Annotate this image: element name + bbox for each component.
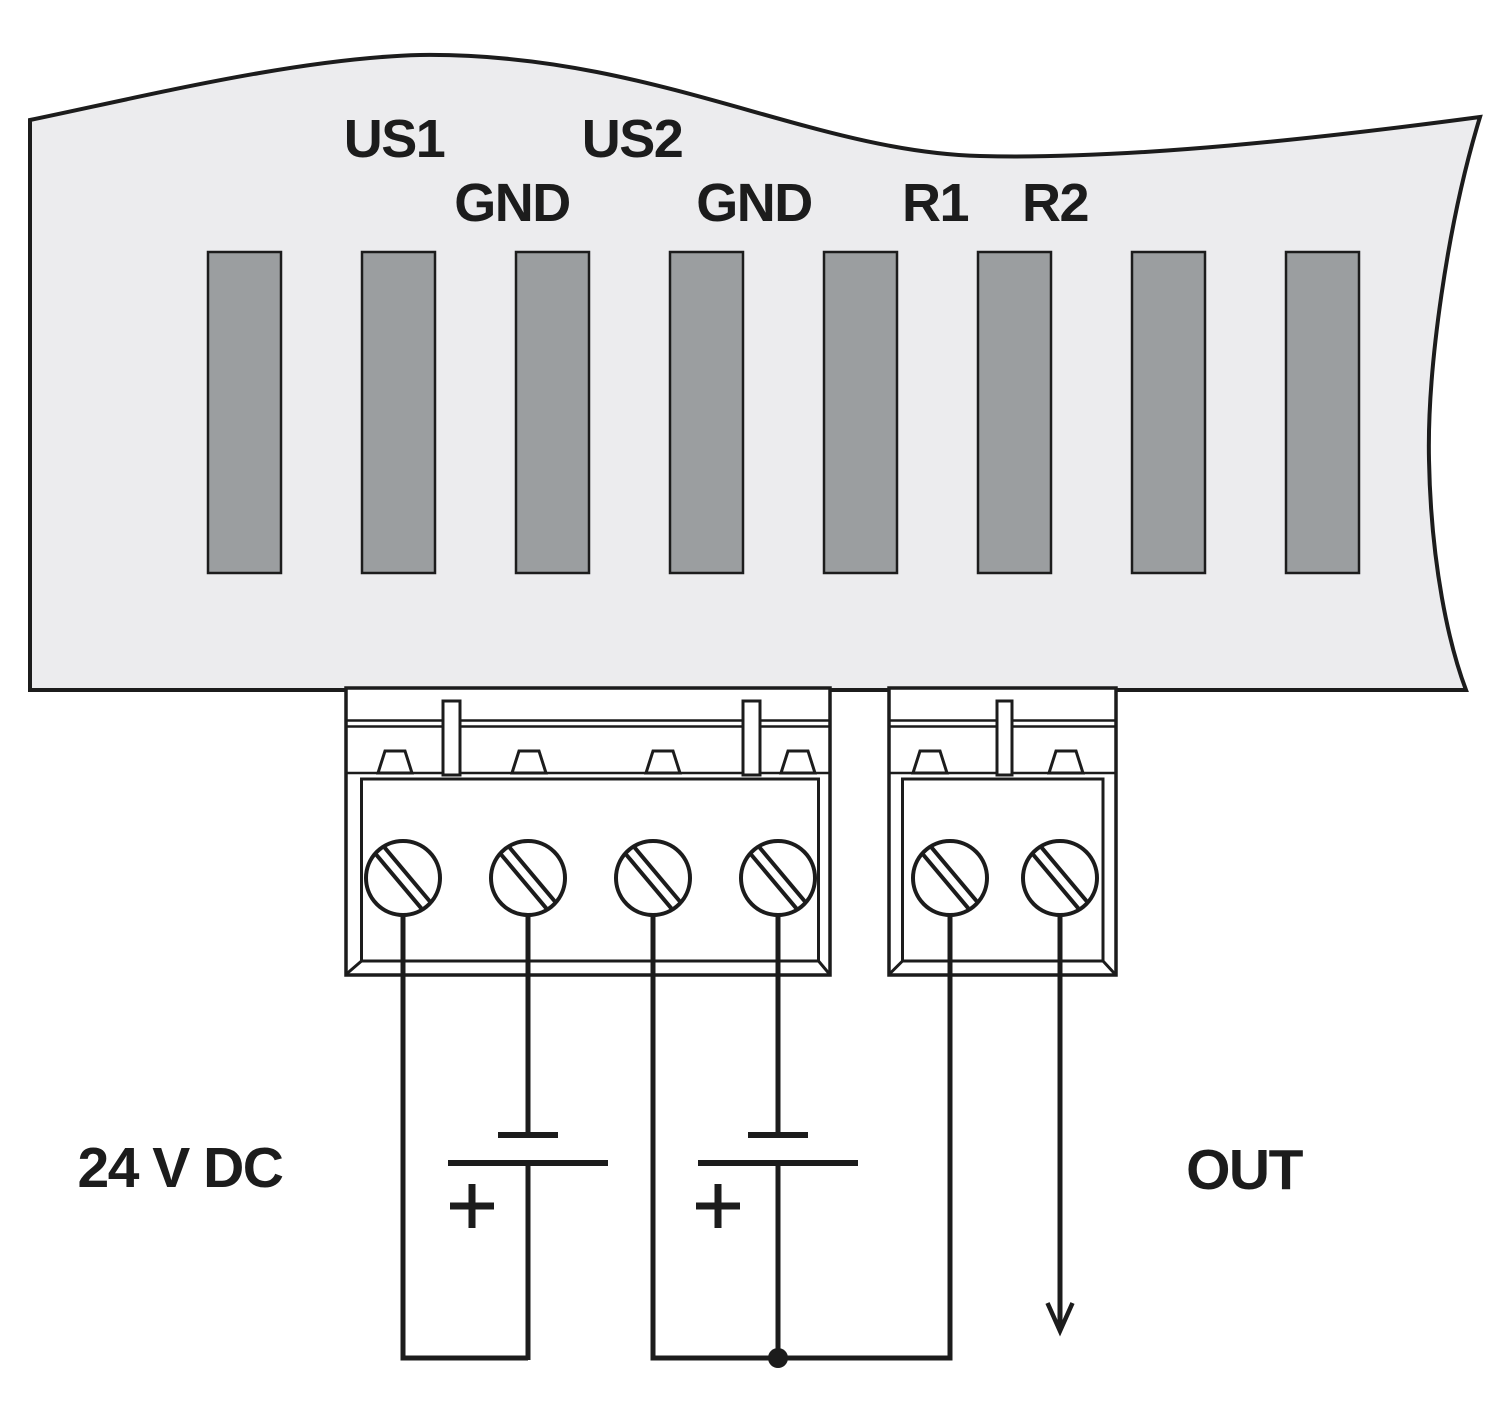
terminal-label-r1: R1 xyxy=(901,173,970,233)
vent-slot xyxy=(1130,250,1207,575)
wire-us1-to-battery1-positive xyxy=(400,912,528,1361)
block-latch-tab xyxy=(995,699,1014,777)
terminal-label-r2: R2 xyxy=(1021,173,1090,233)
vent-slot xyxy=(514,250,591,575)
block-key-bump xyxy=(1046,749,1086,775)
vent-slot xyxy=(822,250,899,575)
terminal-label-gnd2: GND xyxy=(696,173,813,233)
terminal-block-left xyxy=(344,686,832,977)
terminal-label-us2: US2 xyxy=(581,109,684,169)
vent-slot xyxy=(668,250,745,575)
battery1-symbol xyxy=(448,1132,608,1166)
screw-terminal-us2-icon xyxy=(614,839,692,917)
output-label: OUT xyxy=(1186,1138,1303,1202)
block-latch-tab xyxy=(741,699,762,777)
supply-voltage-label: 24 V DC xyxy=(77,1136,284,1200)
block-key-bump xyxy=(643,749,683,775)
block-key-bump xyxy=(778,749,818,775)
terminal-block-right xyxy=(887,686,1118,977)
vent-slot xyxy=(360,250,437,575)
block-key-bump xyxy=(910,749,950,775)
vent-slot xyxy=(206,250,283,575)
screw-terminal-gnd1-icon xyxy=(489,839,567,917)
arrow-down-icon xyxy=(1045,1302,1075,1337)
block-latch-tab xyxy=(441,699,462,777)
vent-slot-group xyxy=(206,250,1361,575)
battery2-plus-icon xyxy=(696,1184,740,1228)
battery2-symbol xyxy=(698,1132,858,1166)
vent-slot xyxy=(1284,250,1361,575)
block-bevel xyxy=(1101,959,1116,975)
screw-terminal-group xyxy=(364,839,1099,917)
block-key-bump xyxy=(509,749,549,775)
block-bevel xyxy=(817,960,831,975)
screw-terminal-us1-icon xyxy=(364,839,442,917)
block-bevel xyxy=(888,959,904,975)
screw-terminal-r1-icon xyxy=(911,839,989,917)
block-bevel xyxy=(346,959,363,975)
wire-junction-dot xyxy=(768,1348,788,1368)
wire-group xyxy=(400,912,1063,1362)
screw-terminal-gnd2-icon xyxy=(739,839,817,917)
terminal-label-gnd1: GND xyxy=(454,173,571,233)
vent-slot xyxy=(976,250,1053,575)
terminal-label-us1: US1 xyxy=(343,109,446,169)
screw-terminal-r2-icon xyxy=(1021,839,1099,917)
wire-us2-to-r1 xyxy=(650,912,953,1361)
block-key-bump xyxy=(375,749,415,775)
battery1-plus-icon xyxy=(450,1184,494,1228)
